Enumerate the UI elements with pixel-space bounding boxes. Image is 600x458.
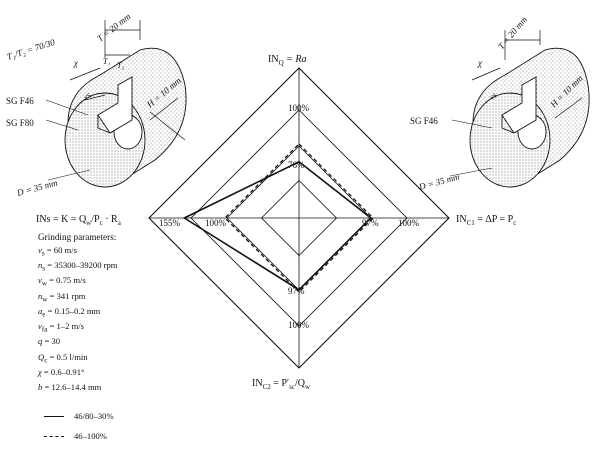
left-wheel-chi: χ [73,58,79,68]
parameter-row: vw = 0.75 m/s [38,275,86,288]
parameter-row: Qc = 0.5 l/min [38,351,88,365]
parameter-row: q = 30 [38,336,61,347]
label-left-155: 155% [159,218,181,228]
label-left-100: 100% [205,218,227,228]
right-wheel-sg: SG F46 [410,116,438,126]
left-wheel-t: T = 20 mm [95,11,133,44]
left-wheel-sg1: SG F46 [6,96,34,106]
left-wheel-t1: T₁ [103,57,110,66]
label-right-100: 100% [398,218,420,228]
label-bottom-97: 97% [288,286,305,296]
axis-label-left: INs = K = Qw/Pc · Ra [36,214,122,227]
left-wheel-illustration [45,20,187,188]
grinding-parameters: Grinding parameters: vs = 60 m/s ns = 35… [38,232,118,398]
left-wheel-sg2: SG F80 [6,118,34,128]
radar-series-layer [182,143,374,293]
axis-label-right: INC1 = ΔP = Pc [456,214,516,227]
parameter-row: b = 12.6–14.4 mm [38,382,102,393]
right-wheel-t: T = 20 mm [496,14,529,51]
label-top-100: 100% [288,103,310,113]
label-right-97: 97% [362,218,379,228]
left-wheel-d: D = 35 mm [15,177,59,198]
left-wheel-ratio: T₁/T₂ = 70/30 [6,37,57,62]
label-bottom-100: 100% [288,320,310,330]
parameter-row: vs = 60 m/s [38,244,77,258]
right-wheel-d: D = 35 mm [417,171,461,192]
legend-label: 46–100% [74,431,107,441]
legend: 46/80–30% 46–100% [44,406,114,446]
left-wheel-vs: vs [82,90,93,101]
legend-item-dashed: 46–100% [44,426,114,446]
label-top-76: 76% [288,160,305,170]
radar-axes [149,68,449,368]
legend-item-solid: 46/80–30% [44,406,114,426]
left-wheel-t2: T₂ [117,61,124,70]
parameters-title: Grinding parameters: [38,232,117,242]
parameter-row: nw = 341 rpm [38,290,86,304]
legend-solid-line-icon [44,415,64,417]
legend-label: 46/80–30% [74,411,114,421]
radar-series-solid [182,160,373,291]
parameter-row: χ = 0.6–0.91° [38,367,85,378]
axis-label-bottom: INC2 = P′sc/Qw [252,378,311,391]
legend-dashed-line-icon [44,435,64,437]
parameter-row: ae = 0.15–0.2 mm [38,305,101,319]
right-wheel-illustration [449,30,590,188]
axis-label-top: INQ = Ra [268,54,306,67]
parameter-row: ns = 35300–39200 rpm [38,259,118,273]
right-wheel-vs: vs [488,90,499,101]
parameter-row: vfa = 1–2 m/s [38,321,84,334]
right-wheel-chi: χ [477,58,483,68]
